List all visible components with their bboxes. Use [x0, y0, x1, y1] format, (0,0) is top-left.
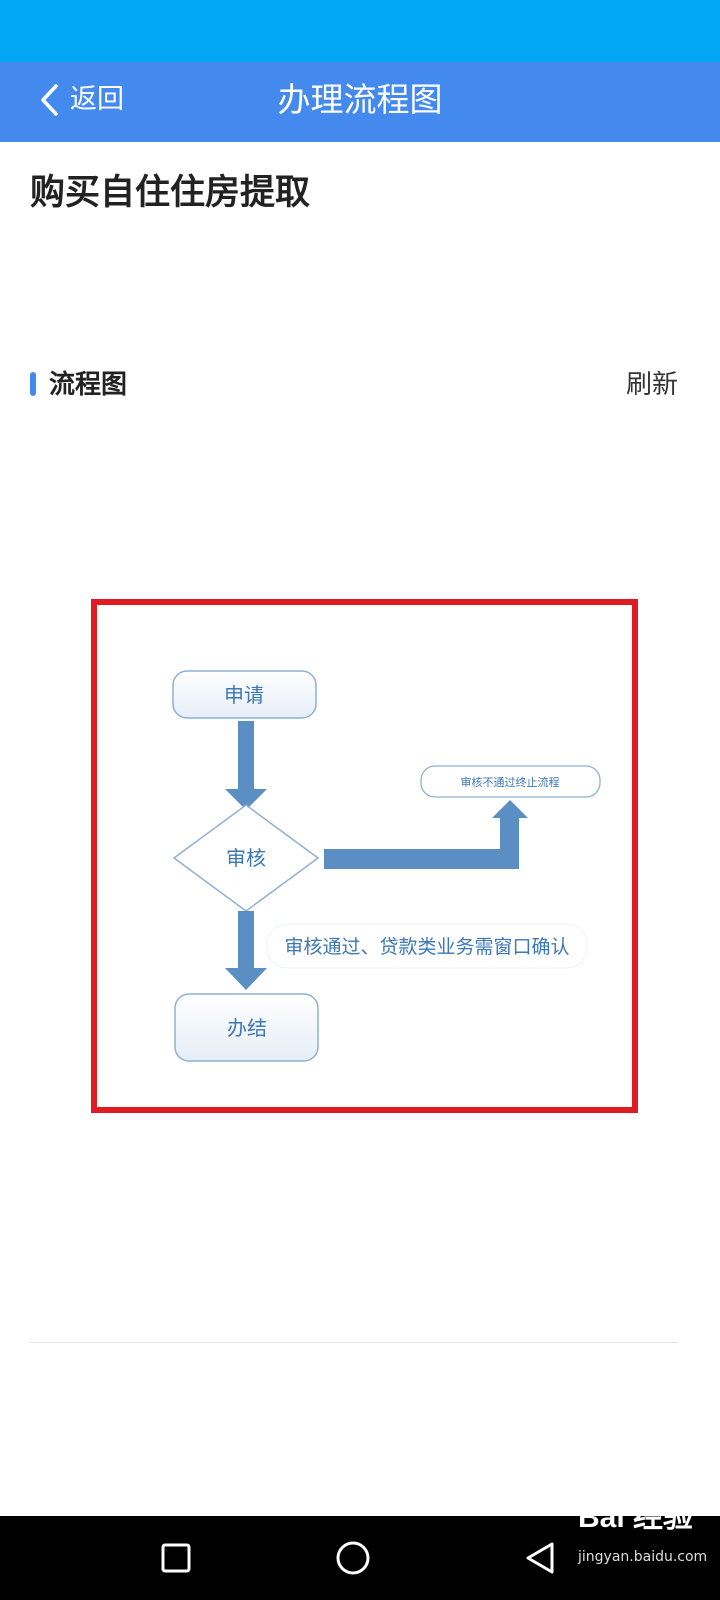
flow-node-apply-label: 申请 [224, 683, 264, 707]
flowchart-frame: 申请 审核 审核不通过终止流程 审核通过、贷款类业务需窗口确认 办结 [91, 599, 638, 1113]
watermark-brand: Bai 经验 [578, 1501, 694, 1534]
flow-note-approve [266, 923, 588, 969]
flow-node-complete-label: 办结 [227, 1016, 267, 1040]
back-label: 返回 [70, 84, 124, 115]
refresh-button[interactable]: 刷新 [625, 370, 678, 400]
section-accent-bar [30, 372, 36, 396]
page-title: 办理流程图 [277, 80, 443, 119]
flow-node-complete [174, 993, 319, 1062]
back-nav-button[interactable] [500, 1516, 580, 1600]
flow-arrow-reject [324, 800, 528, 869]
back-button[interactable]: 返回 [38, 80, 124, 120]
flow-note-reject-label: 审核不通过终止流程 [461, 775, 560, 789]
status-bar [0, 0, 720, 62]
section-title: 流程图 [49, 370, 128, 400]
flowchart-diagram: 申请 审核 审核不通过终止流程 审核通过、贷款类业务需窗口确认 办结 [172, 670, 601, 1062]
app-bar: 返回 办理流程图 [0, 62, 720, 142]
triangle-back-icon [526, 1542, 554, 1574]
item-heading: 购买自住住房提取 [30, 173, 311, 213]
flow-arrow-down-1 [225, 721, 267, 810]
circle-icon [336, 1541, 370, 1575]
flow-node-review-label: 审核 [226, 846, 266, 870]
chevron-left-icon [41, 84, 58, 116]
flow-note-reject [420, 765, 601, 798]
flow-note-approve-label: 审核通过、贷款类业务需窗口确认 [284, 936, 569, 958]
home-button[interactable] [313, 1516, 393, 1600]
flow-node-apply [172, 670, 317, 719]
system-nav-bar [0, 1516, 720, 1600]
baidu-jingyan-watermark: Bai 经验 jingyan.baidu.com [578, 1492, 718, 1582]
flow-arrow-down-2 [225, 911, 267, 990]
divider [30, 1342, 678, 1343]
recent-apps-button[interactable] [136, 1516, 216, 1600]
watermark-url: jingyan.baidu.com [578, 1549, 708, 1565]
square-icon [161, 1543, 191, 1573]
